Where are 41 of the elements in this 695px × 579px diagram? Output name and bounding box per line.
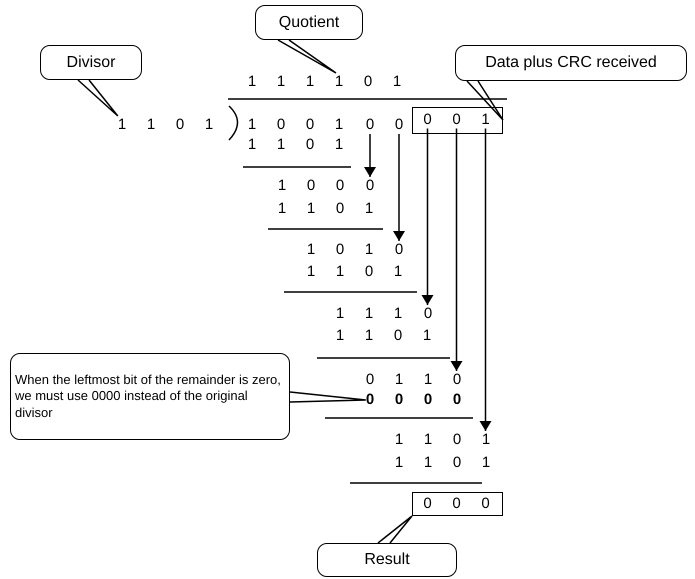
bits: 0 — [423, 110, 432, 128]
arrow — [480, 128, 492, 431]
arrow — [450, 128, 462, 371]
bits: 1 0 1 — [306, 241, 374, 259]
bits: 1 1 0 1 — [118, 116, 214, 134]
highlight-box — [412, 107, 503, 134]
bits: 1 0 0 — [278, 177, 344, 195]
bits: 1 1 1 — [336, 305, 402, 323]
callout-label: Result — [317, 543, 457, 577]
leader-line — [377, 515, 413, 544]
bits: 1 1 1 1 0 1 — [248, 73, 402, 91]
arrow — [422, 128, 434, 305]
bits: 1 1 0 1 — [306, 263, 402, 281]
bits: 0 — [394, 241, 404, 259]
callout-label: Quotient — [255, 5, 363, 40]
bits: 0 — [452, 110, 461, 128]
note-callout: When the leftmost bit of the remainder is zero, we must use 0000 instead of the original divisor — [10, 353, 290, 440]
bits: 0 — [366, 177, 374, 195]
bits: 0 — [366, 116, 374, 134]
leader-line — [277, 39, 337, 74]
bits: 1 1 0 — [394, 431, 462, 449]
leader-line — [289, 391, 367, 403]
bits: 1 0 0 1 — [248, 116, 344, 134]
callout-label: Divisor — [40, 45, 142, 80]
bits: 0 — [452, 371, 462, 389]
bits: 1 1 0 1 — [278, 200, 374, 218]
bits: 0 1 1 — [366, 371, 432, 389]
bits: 1 — [482, 431, 490, 449]
arrow — [393, 134, 405, 241]
bits: 1 — [481, 110, 490, 128]
callout-label: Data plus CRC received — [455, 45, 687, 81]
leader-line — [77, 79, 119, 117]
bits: 0 — [394, 116, 404, 134]
arrow — [364, 134, 376, 177]
bits: 0 — [424, 305, 432, 323]
zero-divisor-bits: 0 0 0 0 — [366, 391, 462, 409]
bits: 1 1 0 1 — [336, 327, 432, 345]
result-bits: 0 0 0 — [412, 492, 503, 516]
leader-line — [466, 80, 504, 121]
bits: 1 1 0 1 — [248, 136, 344, 154]
bits: 1 1 0 1 — [394, 454, 490, 472]
